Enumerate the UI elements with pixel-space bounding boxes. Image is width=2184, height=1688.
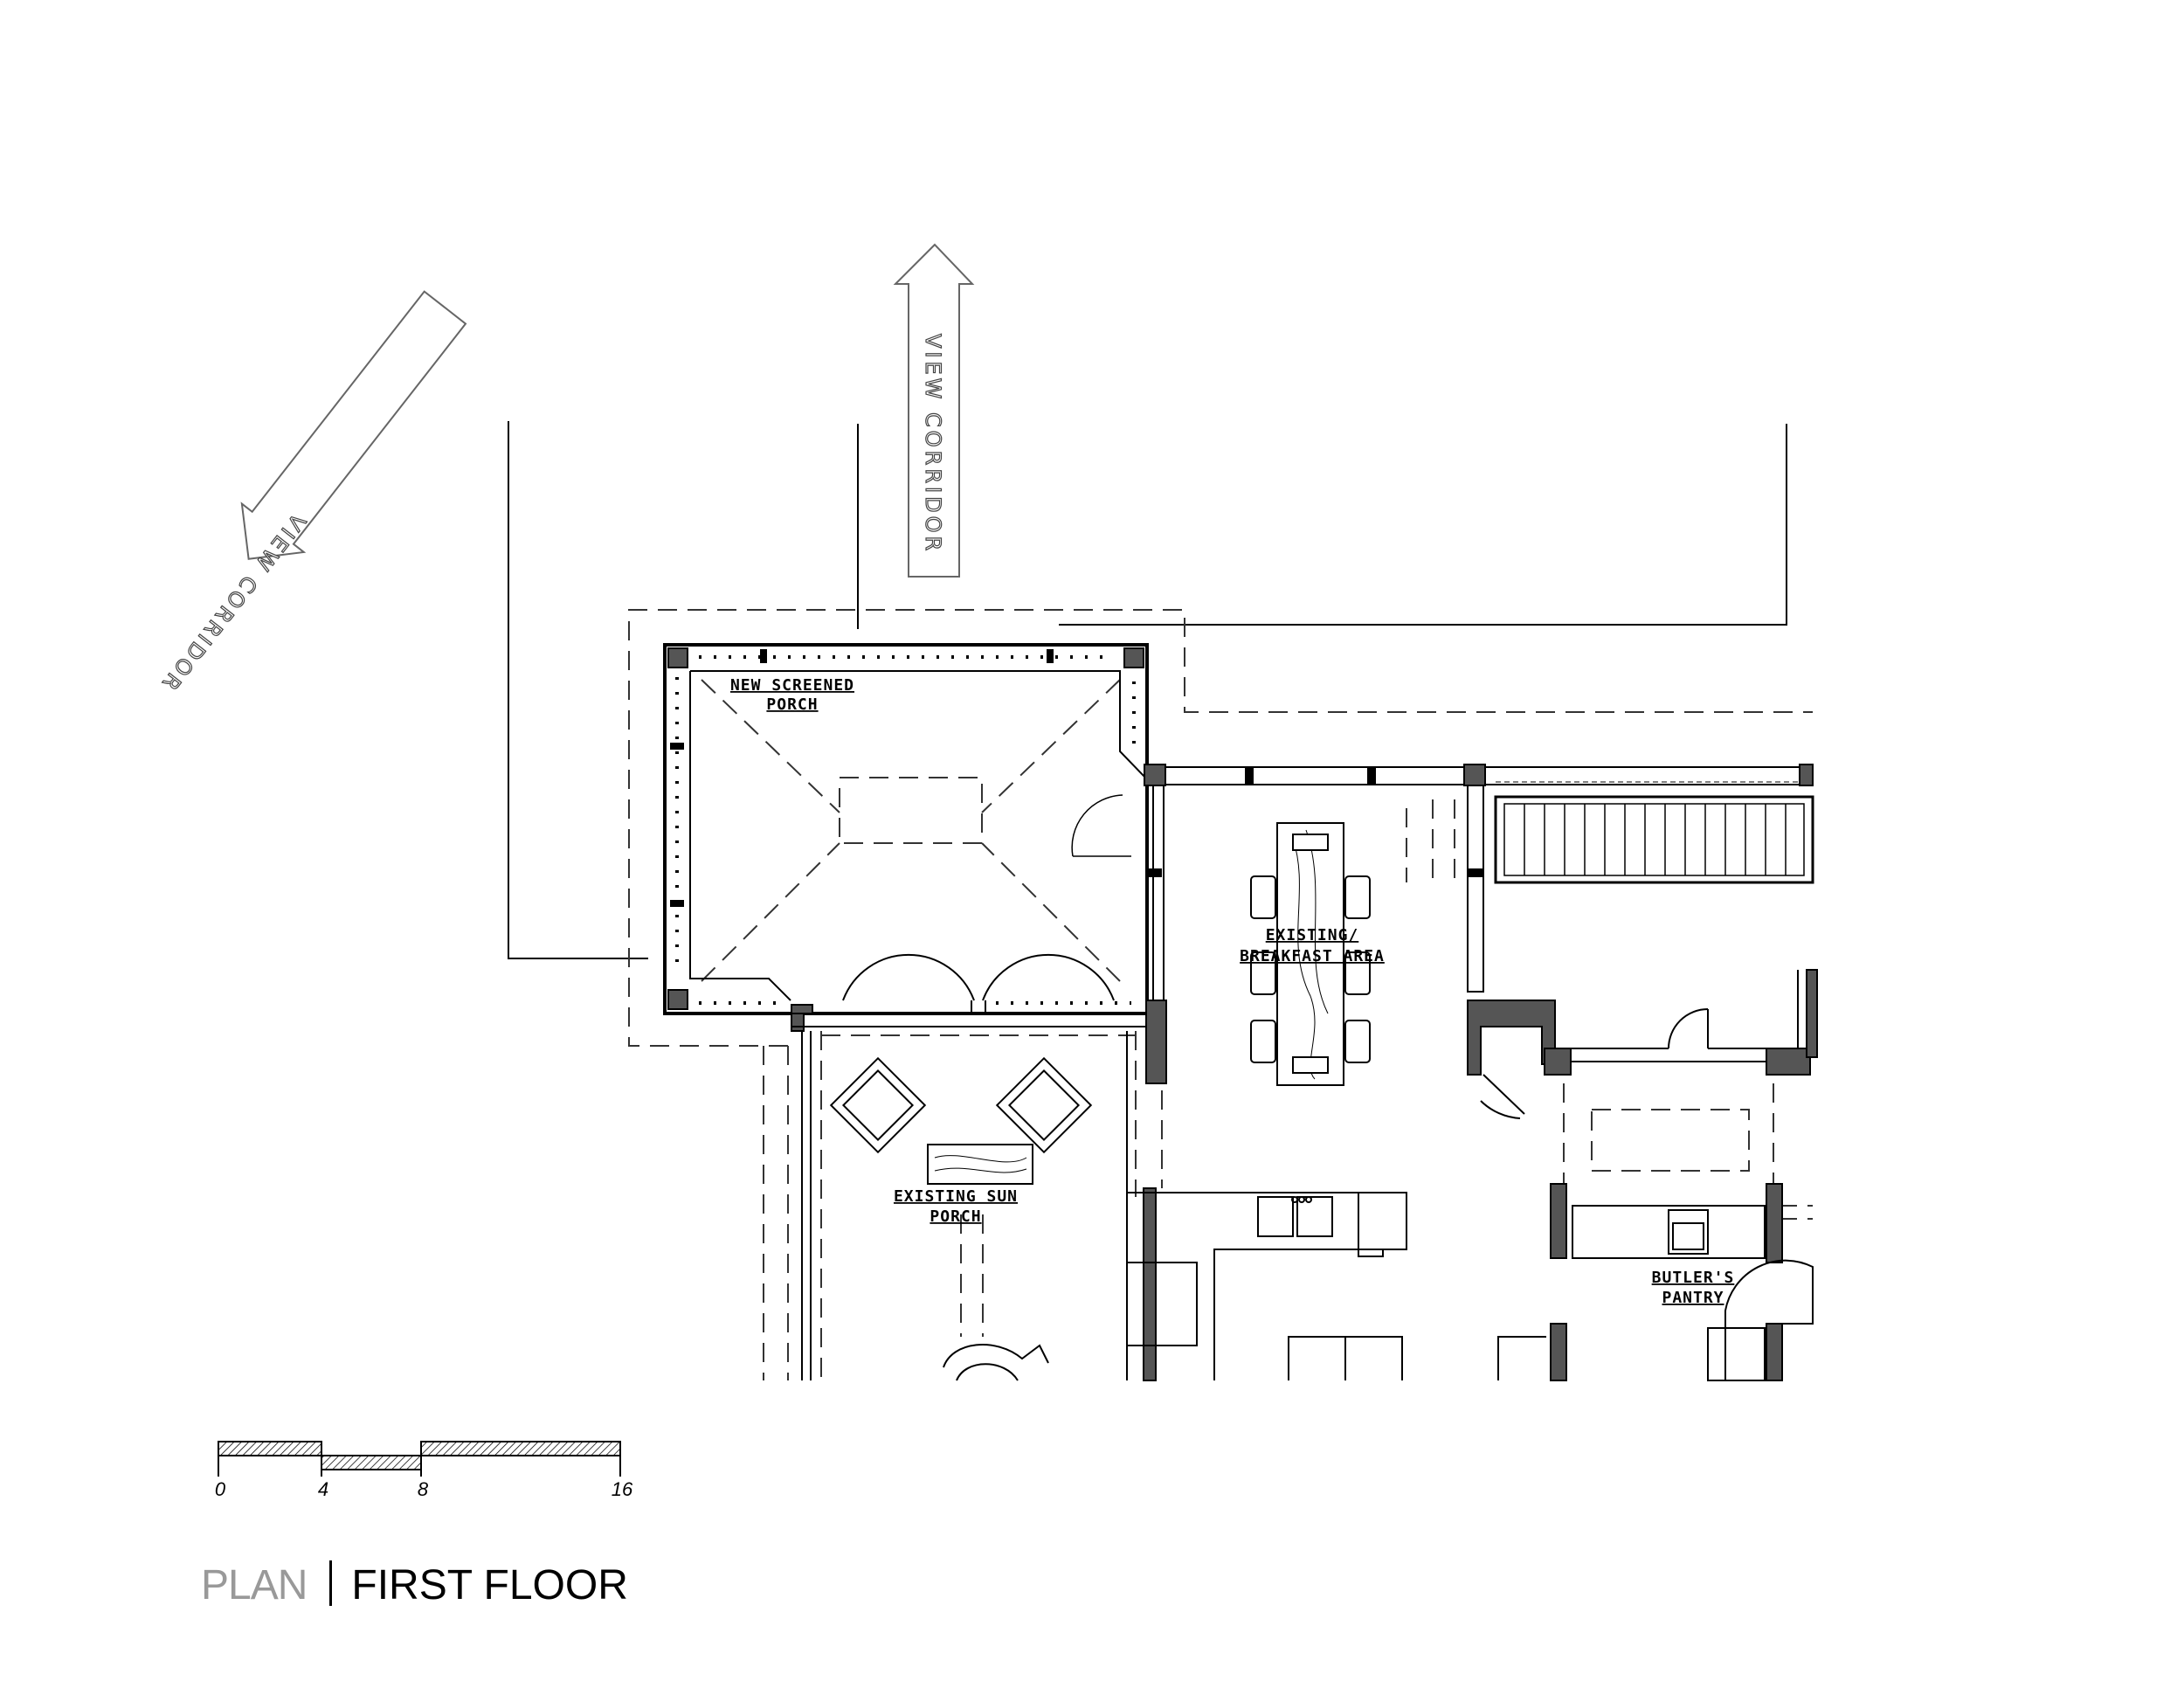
scale-tick-4: 4 [318,1478,328,1500]
scale-tick-16: 16 [612,1478,633,1500]
label-breakfast-line2: BREAKFAST AREA [1240,947,1385,965]
view-corridor-arrow-north: VIEW CORRIDOR [893,243,975,578]
label-pantry-line2: PANTRY [1662,1289,1724,1307]
label-pantry-line1: BUTLER'S [1652,1269,1735,1287]
site-lines [508,421,1787,959]
label-breakfast-line1: EXISTING/ [1266,926,1359,944]
title-first-floor: FIRST FLOOR [351,1562,628,1608]
scale-tick-8: 8 [418,1478,429,1500]
view-corridor-label-north: VIEW CORRIDOR [921,334,945,554]
scale-bar: 0 4 8 16 [215,1441,633,1500]
new-screened-porch [663,643,1165,1015]
kitchen-counters [1127,1192,1407,1380]
pantry-fixtures [1497,1205,1814,1381]
view-corridor-arrow-northwest: VIEW CORRIDOR [155,290,467,698]
scale-tick-0: 0 [215,1478,226,1500]
label-sun-porch-line2: PORCH [930,1207,981,1226]
roof-outline-dashed [628,609,1813,1380]
label-new-screened-porch-line2: PORCH [766,695,818,714]
view-corridor-label-northwest: VIEW CORRIDOR [156,508,310,697]
label-new-screened-porch-line1: NEW SCREENED [730,676,854,695]
sun-porch-furniture [829,1056,1093,1381]
room-labels: NEW SCREENED PORCH EXISTING/ BREAKFAST A… [730,676,1735,1307]
stair [1494,781,1814,884]
label-sun-porch-line1: EXISTING SUN [894,1187,1018,1206]
drawing-title: PLAN FIRST FLOOR [201,1560,628,1612]
dining-table [1250,822,1371,1086]
title-plan: PLAN [201,1562,308,1608]
title-divider [329,1560,333,1606]
breakfast-wall-posts [1144,764,1814,877]
